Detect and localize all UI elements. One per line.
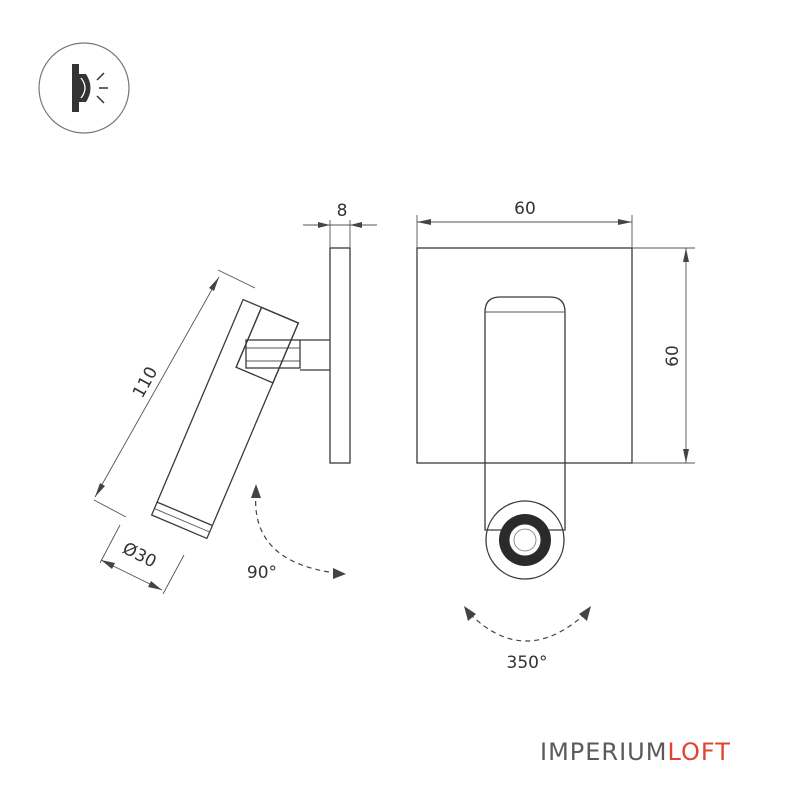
dim-label-diameter: Ø30 bbox=[119, 539, 159, 573]
dim-label-projection: 110 bbox=[129, 364, 162, 402]
dimension-line-height bbox=[632, 247, 695, 464]
tilted-luminaire-body bbox=[150, 298, 300, 540]
tilt-arrow bbox=[251, 484, 346, 579]
dimension-line-depth bbox=[303, 220, 377, 248]
front-luminaire-body bbox=[484, 296, 566, 580]
bracket-arm bbox=[245, 339, 330, 371]
tilt-angle-label: 90° bbox=[247, 563, 277, 583]
side-view: 110 Ø30 8 90° bbox=[93, 201, 377, 595]
dimension-line-diameter bbox=[100, 559, 163, 591]
side-wall-plate bbox=[329, 247, 351, 464]
brand-logo-part2: LOFT bbox=[667, 738, 730, 766]
dimension-line-projection bbox=[94, 276, 220, 498]
front-wall-plate bbox=[416, 247, 633, 464]
wall-mounted-light-icon bbox=[38, 42, 130, 134]
swivel-arrow bbox=[464, 606, 591, 642]
front-view: 60 60 350° bbox=[416, 199, 695, 673]
swivel-angle-label: 350° bbox=[507, 653, 548, 673]
brand-logo-part1: IMPERIUM bbox=[540, 738, 667, 766]
dim-label-width: 60 bbox=[514, 199, 536, 219]
dim-label-depth: 8 bbox=[337, 201, 348, 221]
dimension-line-width bbox=[416, 215, 633, 248]
dim-label-height: 60 bbox=[663, 345, 683, 367]
brand-logo: IMPERIUMLOFT bbox=[540, 738, 731, 766]
